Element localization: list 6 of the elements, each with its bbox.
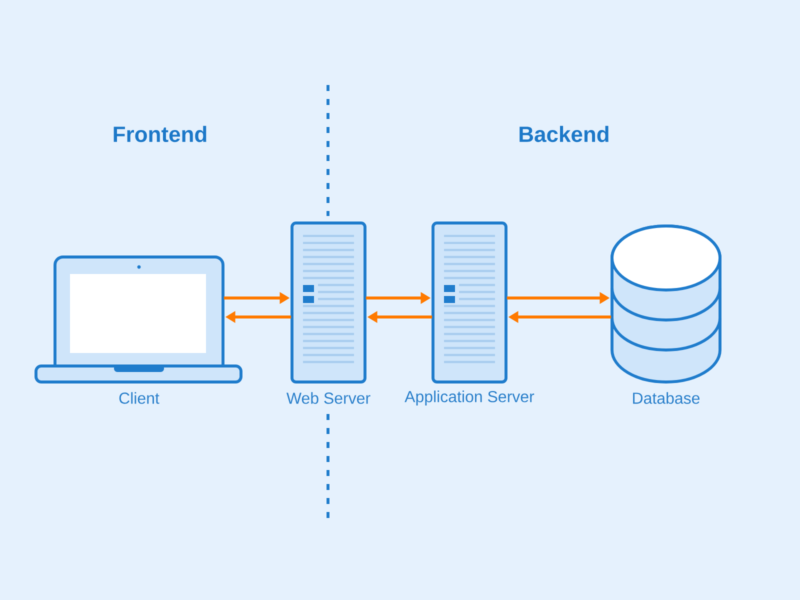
node-label: Database [633, 392, 700, 404]
node-label: Application Server [404, 390, 534, 406]
node-label: Client [119, 392, 160, 404]
section-heading: Backend [520, 126, 608, 142]
section-heading: Frontend [114, 126, 206, 142]
node-label: Web Server [286, 392, 370, 404]
